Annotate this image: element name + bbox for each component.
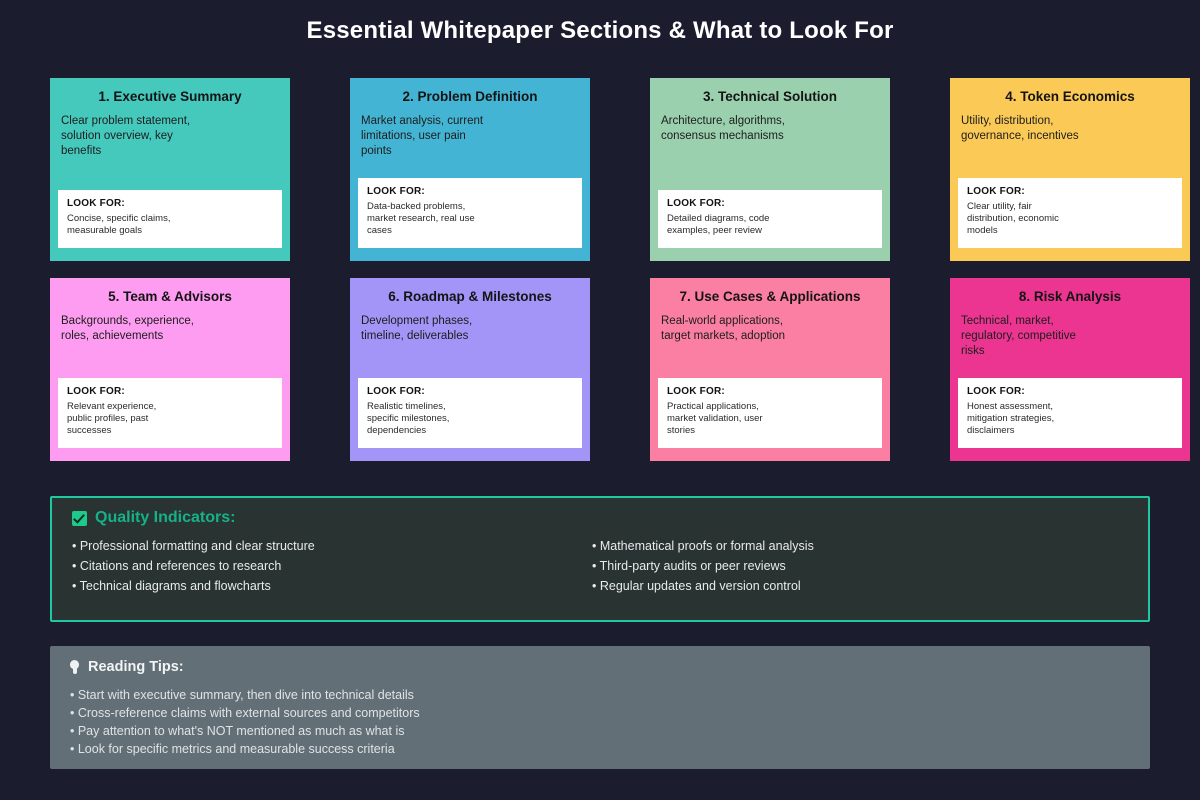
quality-indicator-item: • Technical diagrams and flowcharts [72, 579, 271, 593]
section-card-description: Development phases, timeline, deliverabl… [361, 315, 473, 342]
section-card-title: 4. Token Economics [1005, 89, 1135, 104]
look-for-text: Clear utility, fair distribution, econom… [967, 201, 1059, 236]
quality-indicators-panel: Quality Indicators: • Professional forma… [50, 496, 1150, 622]
quality-indicators-heading-label: Quality Indicators: [95, 509, 236, 526]
reading-tip-item: • Look for specific metrics and measurab… [70, 742, 395, 756]
look-for-label: LOOK FOR: [967, 386, 1025, 397]
look-for-text: Practical applications, market validatio… [667, 401, 763, 436]
section-card-description: Backgrounds, experience, roles, achievem… [61, 315, 194, 342]
look-for-box: LOOK FOR: Relevant experience, public pro… [58, 378, 282, 448]
section-card-description: Technical, market, regulatory, competiti… [961, 315, 1076, 357]
reading-tips-list: • Start with executive summary, then div… [70, 686, 420, 758]
look-for-text: Relevant experience, public profiles, pa… [67, 401, 157, 436]
section-card-description: Market analysis, current limitations, us… [361, 115, 484, 157]
look-for-label: LOOK FOR: [67, 386, 125, 397]
section-card-description: Real-world applications, target markets,… [661, 315, 786, 342]
quality-indicators-left-column: • Professional formatting and clear stru… [72, 536, 572, 596]
section-card-title: 1. Executive Summary [98, 89, 242, 104]
look-for-box: LOOK FOR: Detailed diagrams, code example… [658, 190, 882, 248]
look-for-text: Concise, specific claims, measurable goa… [67, 213, 171, 236]
look-for-text: Data-backed problems, market research, r… [367, 201, 475, 236]
look-for-box: LOOK FOR: Honest assessment, mitigation s… [958, 378, 1182, 448]
section-card-title: 2. Problem Definition [402, 89, 538, 104]
look-for-text: Detailed diagrams, code examples, peer r… [667, 213, 770, 236]
look-for-box: LOOK FOR: Practical applications, market … [658, 378, 882, 448]
look-for-box: LOOK FOR: Realistic timelines, specific m… [358, 378, 582, 448]
look-for-box: LOOK FOR: Data-backed problems, market re… [358, 178, 582, 248]
section-card-title: 3. Technical Solution [702, 89, 838, 104]
quality-indicator-item: • Mathematical proofs or formal analysis [592, 539, 814, 553]
look-for-label: LOOK FOR: [967, 186, 1025, 197]
section-card-title: 8. Risk Analysis [1018, 289, 1122, 304]
quality-indicator-item: • Citations and references to research [72, 559, 282, 573]
look-for-text: Realistic timelines, specific milestones… [367, 401, 450, 436]
page-title: Essential Whitepaper Sections & What to … [306, 17, 894, 44]
reading-tips-heading-label: Reading Tips: [88, 659, 184, 675]
reading-tip-item: • Start with executive summary, then div… [70, 688, 414, 702]
reading-tips-panel: Reading Tips: • Start with executive sum… [50, 646, 1150, 769]
look-for-label: LOOK FOR: [667, 386, 725, 397]
quality-indicator-item: • Professional formatting and clear stru… [72, 539, 315, 553]
reading-tip-item: • Pay attention to what's NOT mentioned … [70, 724, 405, 738]
quality-indicators-right-column: • Mathematical proofs or formal analysis… [592, 536, 1132, 596]
look-for-label: LOOK FOR: [367, 386, 425, 397]
section-card-description: Architecture, algorithms, consensus mech… [661, 115, 785, 142]
light-bulb-icon [70, 659, 79, 675]
section-card-title: 7. Use Cases & Applications [679, 289, 861, 304]
reading-tip-item: • Cross-reference claims with external s… [70, 706, 420, 720]
quality-indicator-item: • Regular updates and version control [592, 579, 801, 593]
quality-indicators-heading: Quality Indicators: [72, 507, 235, 529]
look-for-box: LOOK FOR: Clear utility, fair distributio… [958, 178, 1182, 248]
look-for-label: LOOK FOR: [67, 198, 125, 209]
section-card-description: Utility, distribution, governance, incen… [961, 115, 1079, 142]
look-for-label: LOOK FOR: [367, 186, 425, 197]
section-card-title: 6. Roadmap & Milestones [388, 289, 552, 304]
look-for-text: Honest assessment, mitigation strategies… [967, 401, 1055, 436]
section-card-description: Clear problem statement, solution overvi… [61, 115, 191, 157]
reading-tips-heading: Reading Tips: [70, 657, 184, 677]
look-for-label: LOOK FOR: [667, 198, 725, 209]
look-for-box: LOOK FOR: Concise, specific claims, measu… [58, 190, 282, 248]
white-check-mark-icon [72, 510, 87, 526]
section-card-title: 5. Team & Advisors [108, 289, 232, 304]
quality-indicator-item: • Third-party audits or peer reviews [592, 559, 786, 573]
